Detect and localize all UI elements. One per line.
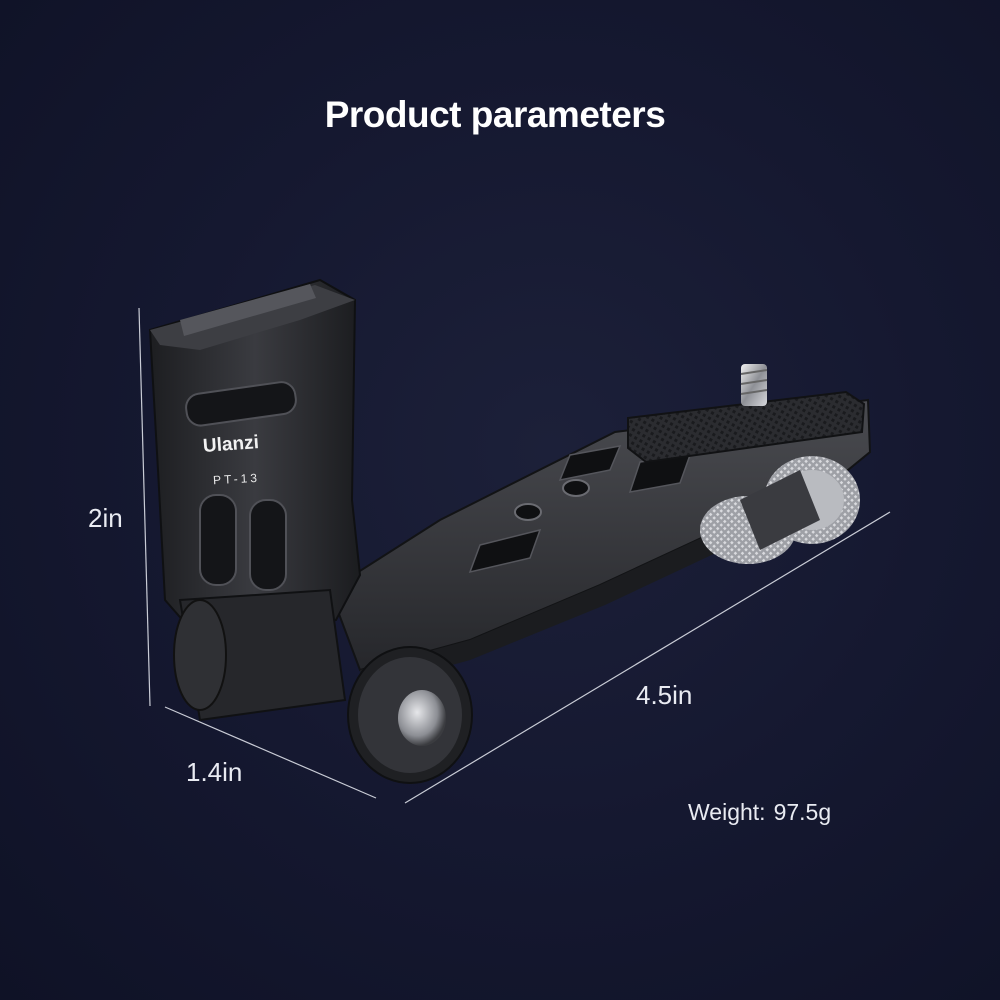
block-slot [185, 381, 297, 427]
page-title: Product parameters [324, 94, 666, 135]
height-dimension-line [138, 307, 151, 707]
arm-side [360, 470, 850, 690]
arm-hole [562, 479, 590, 497]
cold-shoe-rail [180, 284, 316, 336]
depth-dimension-line [164, 706, 377, 799]
mounting-plate [627, 390, 866, 464]
weight-label: Weight: [688, 799, 766, 825]
weight-spec: Weight: 97.5g [688, 799, 831, 826]
width-label: 4.5in [636, 680, 693, 710]
width-dimension-line [404, 511, 891, 804]
block-slot [199, 494, 237, 586]
mount-screw [741, 364, 767, 406]
pivot-hinge-left [173, 599, 227, 711]
arm-slot [468, 528, 542, 574]
height-label: 2in [88, 503, 123, 533]
weight-value: 97.5g [773, 799, 832, 825]
arm-hole [514, 503, 542, 521]
brand-engraving: Ulanzi [202, 432, 260, 457]
arm-slot [558, 445, 622, 482]
block-slot [249, 499, 287, 591]
pivot-bolt [398, 690, 446, 746]
model-engraving: PT-13 [212, 470, 261, 488]
depth-label: 1.4in [186, 757, 243, 787]
